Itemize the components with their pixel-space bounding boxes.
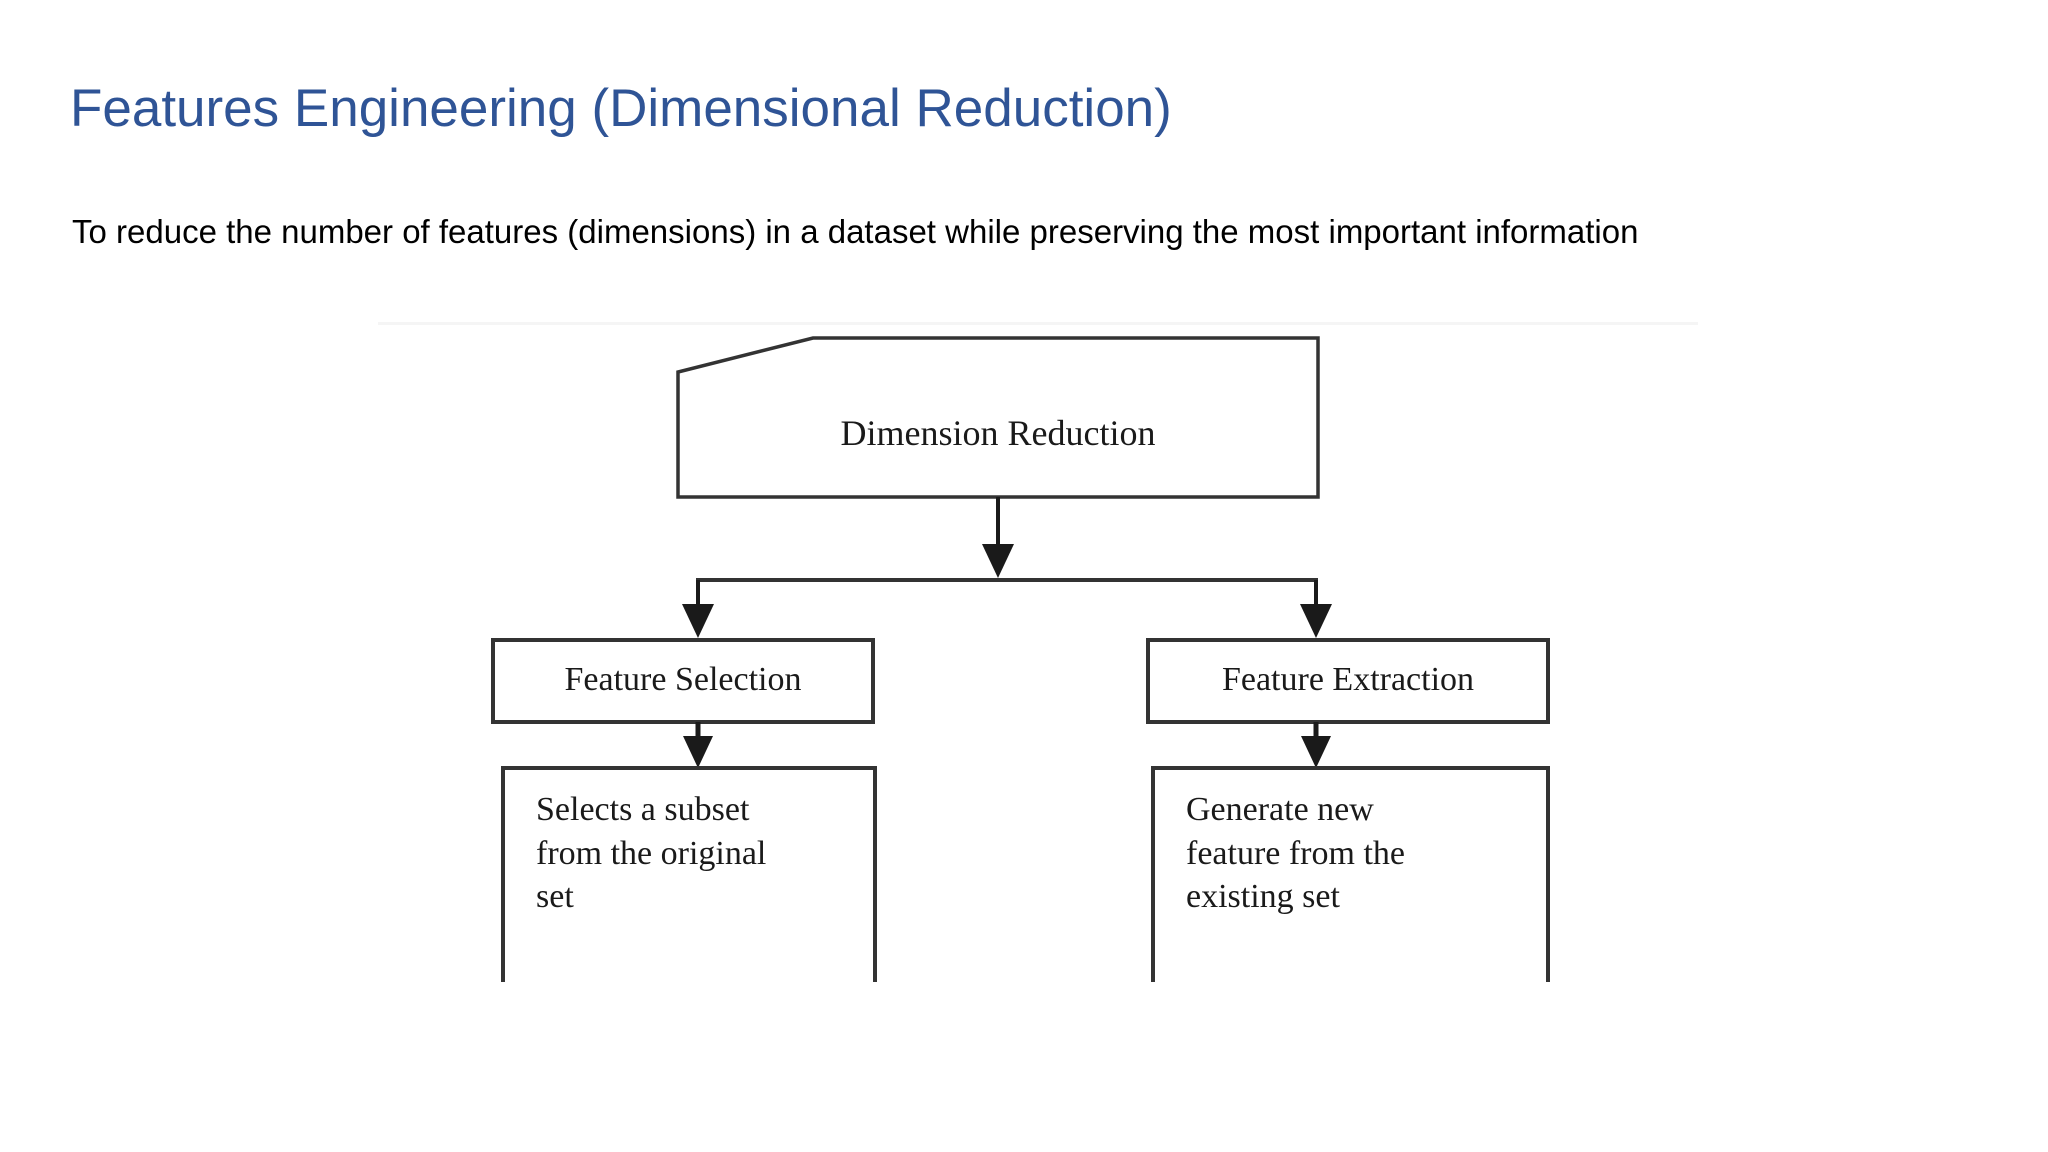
node-root-label: Dimension Reduction [840, 413, 1156, 453]
slide-body-text: To reduce the number of features (dimens… [72, 213, 1639, 250]
node-right-branch-label: Feature Extraction [1221, 661, 1475, 698]
node-left-branch-shape [491, 638, 875, 724]
node-root-shape [676, 336, 1320, 499]
page-title: Features Engineering (Dimensional Reduct… [70, 78, 1172, 138]
arrowhead-right-branch-to-detail [1301, 736, 1331, 768]
node-left-branch-label: Feature Selection [564, 661, 802, 698]
node-left-detail-label: Selects a subset from the original set [536, 791, 767, 916]
arrowhead-root-to-split [982, 544, 1014, 578]
arrowhead-split-to-left [682, 604, 714, 638]
arrowhead-split-to-right [1300, 604, 1332, 638]
dimension-reduction-figure: Dimension Reduction Feature Selection Fe… [378, 322, 1698, 982]
flowchart-svg [491, 336, 1550, 982]
node-right-detail-shape [1151, 766, 1550, 982]
node-right-detail-label: Generate new feature from the existing s… [1186, 791, 1405, 916]
node-left-detail-shape [501, 766, 877, 982]
figure-top-edge [378, 322, 1698, 325]
arrowhead-left-branch-to-detail [683, 736, 713, 768]
node-right-branch-shape [1146, 638, 1550, 724]
